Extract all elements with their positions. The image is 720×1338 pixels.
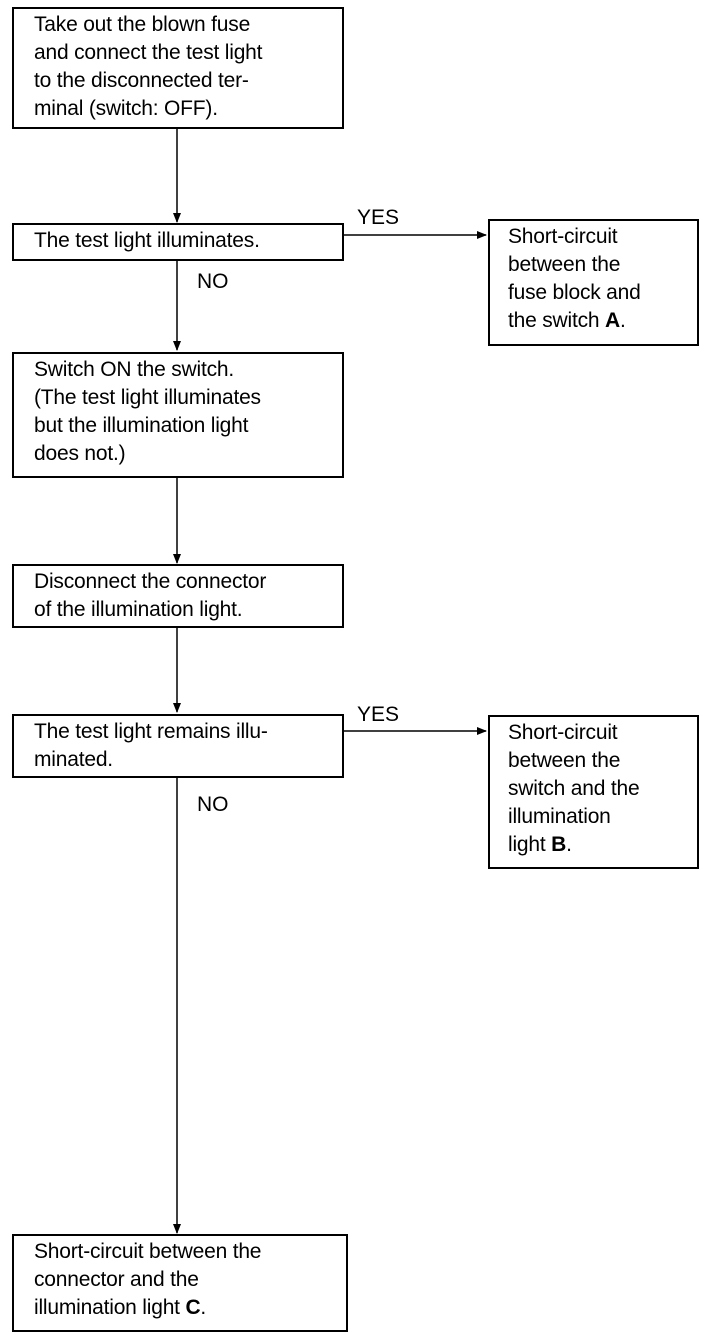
result-b-text: Short-circuit between the switch and the… — [508, 721, 640, 856]
step-disconnect-connector: Disconnect the connector of the illumina… — [12, 564, 344, 628]
result-a-marker: A — [605, 309, 620, 332]
result-short-circuit-b: Short-circuit between the switch and the… — [488, 715, 699, 869]
result-short-circuit-a: Short-circuit between the fuse block and… — [488, 219, 699, 346]
result-a-period: . — [619, 309, 626, 332]
result-b-period: . — [566, 833, 572, 856]
step-remove-fuse: Take out the blown fuse and connect the … — [12, 7, 344, 129]
no-label-1: NO — [197, 270, 229, 293]
yes-label-1: YES — [357, 206, 400, 229]
result-a-text: Short-circuit between the fuse block and… — [508, 225, 641, 332]
result-b-marker: B — [551, 833, 567, 856]
no-label-2: NO — [197, 793, 229, 816]
result-c-marker: C — [185, 1296, 201, 1319]
step-switch-on: Switch ON the switch. (The test light il… — [12, 352, 344, 478]
result-c-period: . — [200, 1296, 207, 1319]
result-short-circuit-c: Short-circuit between the connector and … — [12, 1234, 348, 1332]
step-test-light-check: The test light illuminates. — [12, 223, 344, 261]
step-test-light-remains: The test light remains illu- minated. — [12, 714, 344, 778]
result-c-text: Short-circuit between the connector and … — [34, 1240, 262, 1319]
yes-label-2: YES — [357, 703, 400, 726]
